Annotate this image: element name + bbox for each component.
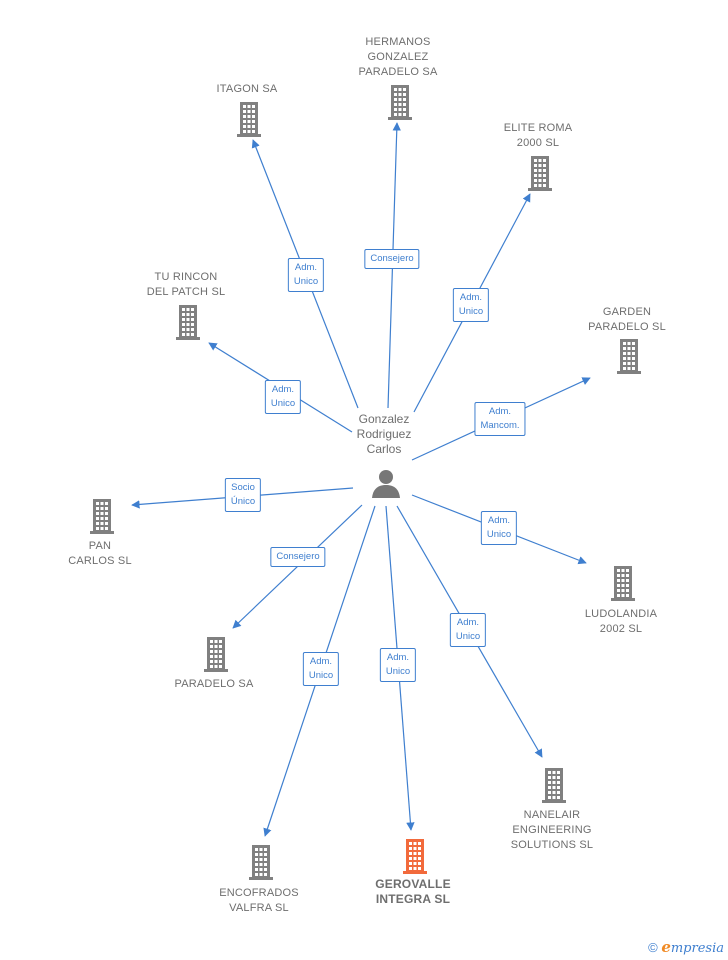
relation-label-paradelo[interactable]: Consejero	[270, 547, 326, 567]
building-icon	[249, 845, 273, 880]
brand-footer: © empresia	[648, 938, 724, 956]
company-name-pan[interactable]: PAN CARLOS SL	[68, 540, 132, 567]
company-name-elite[interactable]: ELITE ROMA 2000 SL	[503, 122, 573, 149]
company-node-turincon[interactable]	[173, 304, 203, 345]
person-name: Gonzalez Rodriguez Carlos	[356, 412, 412, 456]
relation-label-elite[interactable]: Adm. Unico	[452, 288, 490, 322]
building-icon	[528, 156, 552, 191]
relation-label-pan[interactable]: Socio Único	[224, 478, 262, 512]
company-name-garden[interactable]: GARDEN PARADELO SL	[588, 306, 666, 333]
relation-label-itagon[interactable]: Adm. Unico	[287, 258, 325, 292]
building-icon	[90, 499, 114, 534]
company-node-garden[interactable]	[614, 338, 644, 379]
company-name-turincon[interactable]: TU RINCON DEL PATCH SL	[146, 271, 226, 298]
relation-label-turincon[interactable]: Adm. Unico	[264, 380, 302, 414]
building-icon	[176, 305, 200, 340]
relation-label-ludolandia[interactable]: Adm. Unico	[480, 511, 518, 545]
company-name-gerovalle[interactable]: GEROVALLE INTEGRA SL	[375, 877, 451, 906]
building-icon	[542, 768, 566, 803]
edges-layer	[131, 122, 591, 837]
relation-label-encofrados[interactable]: Adm. Unico	[302, 652, 340, 686]
company-node-ludolandia[interactable]	[608, 565, 638, 606]
company-node-elite[interactable]	[525, 155, 555, 196]
company-node-hermanos[interactable]	[385, 84, 415, 125]
company-name-paradelo[interactable]: PARADELO SA	[174, 678, 254, 690]
relation-label-hermanos[interactable]: Consejero	[364, 249, 420, 269]
building-icon	[403, 839, 427, 874]
company-node-encofrados[interactable]	[246, 844, 276, 885]
company-name-hermanos[interactable]: HERMANOS GONZALEZ PARADELO SA	[358, 36, 438, 78]
building-icon	[388, 85, 412, 120]
company-name-nanelair[interactable]: NANELAIR ENGINEERING SOLUTIONS SL	[510, 809, 594, 851]
company-node-gerovalle[interactable]	[400, 838, 430, 879]
copyright-icon: ©	[648, 940, 658, 955]
company-node-pan[interactable]	[87, 498, 117, 539]
building-icon	[237, 102, 261, 137]
company-name-ludolandia[interactable]: LUDOLANDIA 2002 SL	[584, 608, 658, 635]
relation-label-garden[interactable]: Adm. Mancom.	[474, 402, 526, 436]
relation-label-gerovalle[interactable]: Adm. Unico	[379, 648, 417, 682]
company-name-encofrados[interactable]: ENCOFRADOS VALFRA SL	[219, 887, 299, 914]
building-icon	[204, 637, 228, 672]
building-icon	[617, 339, 641, 374]
brand-logo[interactable]: empresia	[661, 938, 724, 956]
person-node[interactable]	[370, 467, 402, 499]
building-icon	[611, 566, 635, 601]
person-icon	[372, 470, 400, 498]
company-node-itagon[interactable]	[234, 101, 264, 142]
relation-label-nanelair[interactable]: Adm. Unico	[449, 613, 487, 647]
company-node-nanelair[interactable]	[539, 767, 569, 808]
company-node-paradelo[interactable]	[201, 636, 231, 677]
company-name-itagon[interactable]: ITAGON SA	[216, 83, 278, 95]
